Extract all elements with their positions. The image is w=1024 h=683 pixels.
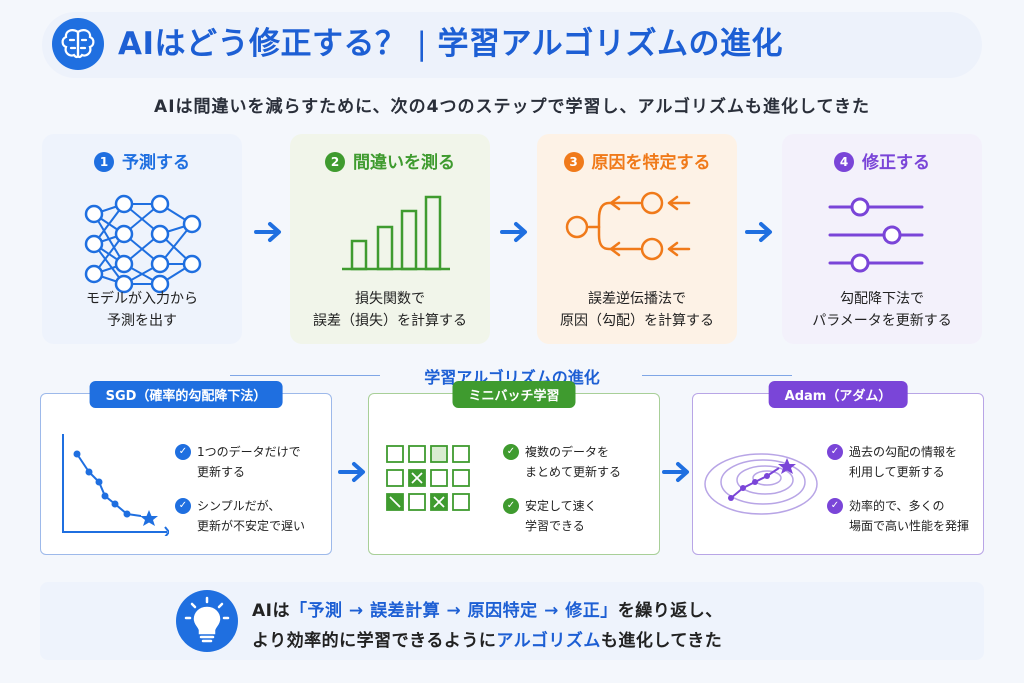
arrow-right-icon — [745, 220, 775, 244]
title-separator: | — [416, 26, 428, 62]
card-label: SGD（確率的勾配降下法） — [89, 381, 283, 408]
divider-line — [642, 375, 792, 376]
card-point: ✓ 過去の勾配の情報を 利用して更新する — [827, 442, 987, 482]
card-point: ✓ 1つのデータだけで 更新する — [175, 442, 335, 482]
sgd-path-icon — [49, 424, 171, 538]
check-icon: ✓ — [503, 498, 519, 514]
check-icon: ✓ — [175, 444, 191, 460]
step-description: 勾配降下法でパラメータを更新する — [812, 291, 952, 329]
title-banner — [42, 12, 982, 78]
card-sgd: SGD（確率的勾配降下法） ✓ 1つのデータだけで 更新する ✓ シンプルだが、… — [40, 381, 335, 555]
check-icon: ✓ — [175, 498, 191, 514]
step-description: 損失関数で誤差（損失）を計算する — [313, 291, 467, 329]
sliders-icon — [782, 189, 982, 299]
summary-line-1: AIは「予測 → 誤差計算 → 原因特定 → 修正」を繰り返し、 — [252, 601, 723, 621]
card-label: ミニバッチ学習 — [452, 381, 576, 408]
check-icon: ✓ — [827, 444, 843, 460]
neural-network-icon — [42, 189, 242, 299]
arrow-right-icon — [500, 220, 530, 244]
card-point: ✓ 効率的で、多くの 場面で高い性能を発揮 — [827, 496, 987, 536]
check-icon: ✓ — [827, 498, 843, 514]
card-minibatch: ミニバッチ学習 ✓ 複数のデータを まとめて更新する ✓ 安定して速く 学習でき… — [368, 381, 663, 555]
step-description: 誤差逆伝播法で原因（勾配）を計算する — [560, 291, 714, 329]
summary-line-2: より効率的に学習できるようにアルゴリズムも進化してきた — [252, 631, 723, 651]
step-description: モデルが入力から予測を出す — [86, 291, 198, 329]
arrow-right-icon — [662, 460, 692, 484]
card-label: Adam（アダム） — [768, 381, 908, 408]
card-point: ✓ 複数のデータを まとめて更新する — [503, 442, 663, 482]
bar-chart-icon — [290, 189, 490, 299]
check-icon: ✓ — [503, 444, 519, 460]
lightbulb-icon — [176, 590, 238, 652]
backprop-icon — [537, 189, 737, 299]
arrow-right-icon — [338, 460, 368, 484]
page-title: AIはどう修正する？|学習アルゴリズムの進化 — [118, 26, 784, 62]
arrow-right-icon — [254, 220, 284, 244]
page-subtitle: AIは間違いを減らすために、次の4つのステップで学習し、アルゴリズムも進化してき… — [154, 97, 870, 117]
divider-line — [230, 375, 380, 376]
card-adam: Adam（アダム） ✓ 過去の勾配の情報を 利用して更新する ✓ 効率的で、多く… — [692, 381, 987, 555]
minibatch-grid-icon — [377, 424, 497, 536]
card-point: ✓ シンプルだが、 更新が不安定で遅い — [175, 496, 335, 536]
card-point: ✓ 安定して速く 学習できる — [503, 496, 663, 536]
adam-contour-icon — [701, 424, 821, 536]
brain-icon — [52, 18, 104, 70]
